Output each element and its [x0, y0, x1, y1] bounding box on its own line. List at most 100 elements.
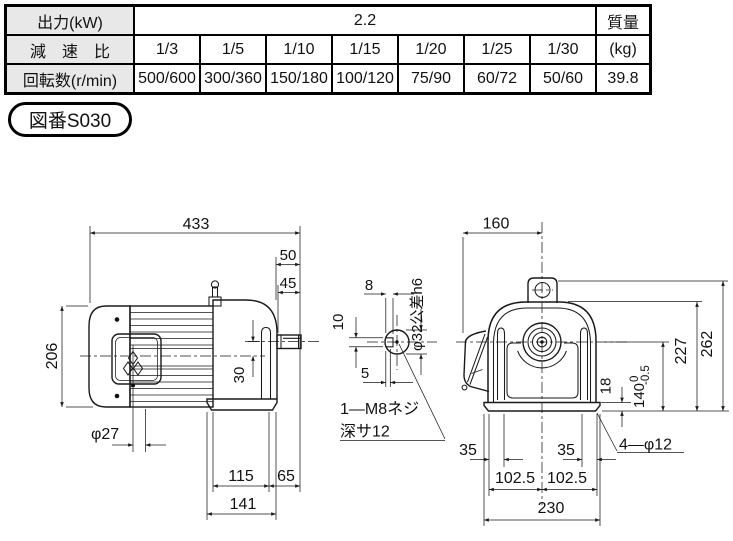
- ratio-cell: 1/10: [265, 34, 333, 65]
- speed-cell: 300/360: [199, 63, 267, 95]
- front-view: 160 262 227 140 0 -0.5 18: [456, 216, 729, 526]
- dim-motor-height-206: 206: [44, 305, 93, 408]
- nameplate: [111, 333, 162, 388]
- lifting-tab: [527, 277, 558, 303]
- dim-label: 45: [280, 275, 297, 292]
- dim-body-height-227: 227: [568, 301, 702, 411]
- ratio-cell: 1/5: [199, 34, 267, 65]
- dim-label: 102.5: [495, 470, 535, 487]
- figure-number-label: 図番S030: [28, 111, 112, 132]
- shaft-boss-circles: [517, 322, 567, 369]
- cover-screw-icon: [114, 393, 120, 399]
- spec-table: 出力(kW) 2.2 質量 減 速 比 1/3 1/5 1/10 1/15 1/…: [4, 4, 652, 95]
- dim-label: 35: [557, 442, 575, 459]
- dim-label: 262: [699, 331, 716, 358]
- speed-cell: 50/60: [529, 63, 597, 95]
- left-bolt-rib: [496, 327, 506, 400]
- ratio-cell: 1/30: [529, 34, 597, 65]
- dim-key-5: 5: [361, 349, 413, 387]
- right-bolt-rib: [579, 327, 589, 400]
- dim-label: 18: [598, 378, 615, 395]
- dim-shaft-dia-32: φ32公差h6: [406, 278, 427, 375]
- housing: [487, 301, 597, 402]
- ratio-cell: 1/15: [331, 34, 399, 65]
- dim-label: 50: [280, 247, 297, 264]
- side-mounting-foot: [206, 398, 278, 411]
- shaft-end-circle: [384, 329, 410, 355]
- dim-key-10: 10: [330, 314, 383, 368]
- dim-hole-edge-35-right: 35: [557, 414, 616, 496]
- cooling-fins: [130, 312, 213, 402]
- side-view: 433 50 45 206 30 φ27: [44, 216, 322, 520]
- dim-shaft-45: 45: [277, 275, 300, 333]
- dim-base-thickness-18: 18: [598, 378, 631, 427]
- dim-label: 160: [483, 216, 510, 233]
- lifting-eyebolt: [208, 280, 222, 307]
- dim-label: 5: [361, 365, 369, 382]
- dim-label: 8: [365, 277, 373, 294]
- dim-hole-pitch-102-5: 102.5 102.5: [489, 470, 597, 492]
- dim-label: 102.5: [547, 470, 587, 487]
- dim-label: 140: [631, 383, 648, 408]
- ratio-cell: 1/20: [397, 34, 465, 65]
- table-row-speed: 回転数(r/min) 500/600 300/360 150/180 100/1…: [4, 63, 652, 95]
- cover-screw-icon: [114, 317, 120, 322]
- ratio-label-cell: 減 速 比: [4, 34, 135, 65]
- mass-unit-cell: (kg): [595, 34, 652, 65]
- dim-key-8: 8: [364, 277, 414, 334]
- keyway-slot: [385, 337, 394, 348]
- front-recess: [506, 342, 579, 399]
- dim-label: 65: [277, 468, 295, 485]
- dim-box-offset-160: 160: [462, 216, 542, 333]
- dim-shaft-side-65: 65: [269, 468, 300, 488]
- note-line-2: 深サ12: [340, 423, 390, 441]
- mounting-base: [483, 401, 601, 412]
- dim-label: 115: [228, 468, 254, 485]
- tap-center: [395, 340, 399, 344]
- dim-label: 227: [673, 338, 690, 365]
- dim-foot-115: 115: [212, 412, 270, 492]
- dim-label: 30: [231, 367, 248, 384]
- dim-label: φ32公差h6: [409, 278, 426, 351]
- dim-label: 230: [538, 500, 565, 517]
- dim-axis-offset-30: 30: [231, 320, 260, 383]
- dim-overall-length-433: 433: [89, 216, 301, 492]
- mount-holes-note: 4—φ12: [596, 412, 684, 454]
- mitsubishi-logo-icon: [122, 350, 144, 376]
- speed-cell: 60/72: [463, 63, 531, 95]
- motor-body: [129, 305, 214, 408]
- note-label: 4—φ12: [619, 437, 672, 454]
- dim-label: 35: [459, 442, 477, 459]
- dim-label: 10: [330, 314, 347, 331]
- tolerance-lower: -0.5: [640, 365, 652, 385]
- ratio-cell: 1/3: [133, 34, 201, 65]
- gear-case: [212, 299, 282, 399]
- dim-label: 206: [44, 343, 61, 370]
- figure-number-badge: 図番S030: [8, 102, 132, 137]
- motor-fan-cover: [88, 305, 131, 408]
- tap-note: 1—M8ネジ 深サ12: [340, 343, 446, 441]
- note-line-1: 1—M8ネジ: [340, 400, 419, 418]
- tolerance-upper: 0: [629, 376, 641, 382]
- speed-cell: 500/600: [133, 63, 201, 95]
- dim-shaft-height-140: 140 0 -0.5: [604, 341, 669, 411]
- dim-shaft-50: 50: [275, 247, 300, 300]
- box-screw-icon: [461, 384, 468, 391]
- dim-base-width-230: 230: [483, 414, 601, 526]
- speed-cell: 100/120: [331, 63, 399, 95]
- shaft-detail: 8 10 5 φ32公差h6 1—M8ネジ 深サ12: [330, 277, 446, 441]
- dim-total-height-262: 262: [558, 280, 729, 412]
- dim-label: 141: [230, 496, 257, 513]
- speed-cell: 75/90: [397, 63, 465, 95]
- boss-arc: [517, 350, 567, 369]
- case-rib: [260, 326, 272, 399]
- table-row-ratio: 減 速 比 1/3 1/5 1/10 1/15 1/20 1/25 1/30 (…: [4, 34, 652, 65]
- dim-hole-dia-27: φ27: [91, 388, 166, 452]
- dim-label: φ27: [91, 426, 119, 443]
- ratio-cell: 1/25: [463, 34, 531, 65]
- output-shaft: [276, 334, 302, 350]
- mass-value-cell: 39.8: [595, 63, 652, 95]
- mass-header-cell: 質量: [595, 4, 652, 36]
